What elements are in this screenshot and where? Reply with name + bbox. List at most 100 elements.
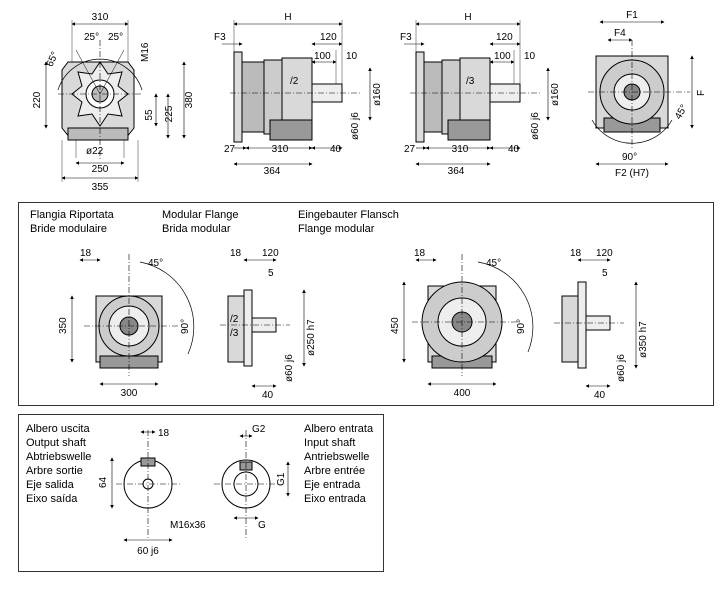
dim-120-2: 120 <box>320 32 337 43</box>
side-view-2: /2 H F3 120 100 10 ø160 ø60 j6 27 310 40… <box>214 12 383 177</box>
dim-220: 220 <box>32 91 43 108</box>
angle-90-small: 90° <box>180 319 191 334</box>
dim-310-2: 310 <box>272 144 289 155</box>
dim-G: G <box>258 520 266 531</box>
dim-F3-2: F3 <box>214 32 226 43</box>
shaft-panel <box>18 414 384 572</box>
dim-40-small: 40 <box>262 390 274 401</box>
dim-450: 450 <box>390 317 401 334</box>
angle-45-large: 45° <box>486 258 501 269</box>
dim-dia60-2: ø60 j6 <box>350 112 361 140</box>
input-shaft-drawing: G2 G1 G <box>214 424 290 540</box>
input-label-en: Input shaft <box>304 437 356 449</box>
ratio-3: /3 <box>466 76 475 87</box>
dim-dia160-3: ø160 <box>550 83 561 106</box>
dim-310: 310 <box>92 12 109 23</box>
dim-dia250: ø250 h7 <box>306 319 317 356</box>
dim-dia350: ø350 h7 <box>638 321 649 358</box>
ratio-2: /2 <box>290 76 299 87</box>
rear-view: F1 F4 F 45° 90° F2 (H7) <box>588 10 707 179</box>
flange-label-de: Eingebauter Flansch <box>298 209 399 221</box>
input-shaft-labels: Albero entrata Input shaft Antriebswelle… <box>304 422 373 506</box>
dim-G2: G2 <box>252 424 266 435</box>
dim-dia60-small: ø60 j6 <box>284 354 295 382</box>
housing-base <box>67 127 129 141</box>
dim-250: 250 <box>92 164 109 175</box>
dim-64: 64 <box>98 476 109 488</box>
output-label-en: Output shaft <box>26 437 86 449</box>
input-label-de: Antriebswelle <box>304 451 370 463</box>
dim-5-large: 5 <box>602 268 608 279</box>
dim-18-output: 18 <box>158 428 170 439</box>
angle-90-large: 90° <box>516 319 527 334</box>
dim-F3-3: F3 <box>400 32 412 43</box>
dim-310-3: 310 <box>452 144 469 155</box>
flange-small-side: 18 120 5 /2 /3 ø250 h7 ø60 j6 40 <box>220 248 317 401</box>
dim-350: 350 <box>58 317 69 334</box>
flange-label-en: Modular Flange <box>162 209 239 221</box>
dim-60j6-output: 60 j6 <box>137 546 159 557</box>
dim-F4: F4 <box>614 28 626 39</box>
flange-label-fr: Bride modulaire <box>30 223 108 235</box>
dim-300: 300 <box>121 388 138 399</box>
flange-panel <box>18 202 714 406</box>
input-label-pt: Eixo entrada <box>304 493 366 505</box>
dim-364-2: 364 <box>264 166 281 177</box>
dim-H-2: H <box>284 12 291 23</box>
dim-120-3: 120 <box>496 32 513 43</box>
dim-400: 400 <box>454 388 471 399</box>
front-view: 310 25° 25° 65° M16 220 380 55 225 ø22 2… <box>32 12 195 193</box>
dim-225: 225 <box>164 105 175 122</box>
input-label-fr: Arbre entrée <box>304 465 366 477</box>
ratio-2-small: /2 <box>230 314 239 325</box>
output-shaft-drawing: 18 64 M16x36 60 j6 <box>98 428 206 557</box>
flange-large-side: 18 120 5 ø350 h7 ø60 j6 40 <box>554 248 649 401</box>
dim-27-3: 27 <box>404 144 416 155</box>
dim-100-3: 100 <box>494 51 511 62</box>
dim-27-2: 27 <box>224 144 236 155</box>
angle-45-rear: 45° <box>673 103 690 122</box>
dim-H-3: H <box>464 12 471 23</box>
dim-G1: G1 <box>276 472 287 486</box>
output-shaft <box>489 83 521 103</box>
flange-plate <box>233 51 243 143</box>
thread-m16x36: M16x36 <box>170 520 206 531</box>
output-label-pt: Eixo saída <box>26 493 78 505</box>
flange-small-front: 18 45° 350 90° 300 <box>58 248 195 399</box>
flange-label-it: Flangia Riportata <box>30 209 114 221</box>
dim-F: F <box>696 90 707 96</box>
dim-F1: F1 <box>626 10 638 21</box>
dim-40-large: 40 <box>594 390 606 401</box>
dim-10-2: 10 <box>346 51 358 62</box>
angle-65: 65° <box>45 50 61 68</box>
dim-18-side-large: 18 <box>570 248 582 259</box>
dim-120-side-small: 120 <box>262 248 279 259</box>
dim-dia160-2: ø160 <box>372 83 383 106</box>
input-label-es: Eje entrada <box>304 479 361 491</box>
dim-380: 380 <box>184 91 195 108</box>
dim-dia22: ø22 <box>86 146 104 157</box>
flange-large-front: 18 45° 450 90° 400 <box>390 248 534 399</box>
dim-18-large: 18 <box>414 248 426 259</box>
angle-90-rear: 90° <box>622 152 637 163</box>
dim-364-3: 364 <box>448 166 465 177</box>
dim-18-side-small: 18 <box>230 248 242 259</box>
dim-18-small: 18 <box>80 248 92 259</box>
dim-dia60-3: ø60 j6 <box>530 112 541 140</box>
ratio-3-small: /3 <box>230 328 239 339</box>
output-label-de: Abtriebswelle <box>26 451 92 463</box>
dim-5-small: 5 <box>268 268 274 279</box>
output-shaft-labels: Albero uscita Output shaft Abtriebswelle… <box>26 422 91 506</box>
angle-25-left: 25° <box>84 32 99 43</box>
dim-40-2: 40 <box>330 144 342 155</box>
dim-F2: F2 (H7) <box>615 168 649 179</box>
dim-dia60-large: ø60 j6 <box>616 354 627 382</box>
dim-40-3: 40 <box>508 144 520 155</box>
dim-120-side-large: 120 <box>596 248 613 259</box>
flange-label-es: Brida modular <box>162 223 231 235</box>
output-label-fr: Arbre sortie <box>26 465 83 477</box>
dim-55: 55 <box>144 109 155 121</box>
flange-label-pt: Flange modular <box>298 223 375 235</box>
input-label-it: Albero entrata <box>304 423 374 435</box>
